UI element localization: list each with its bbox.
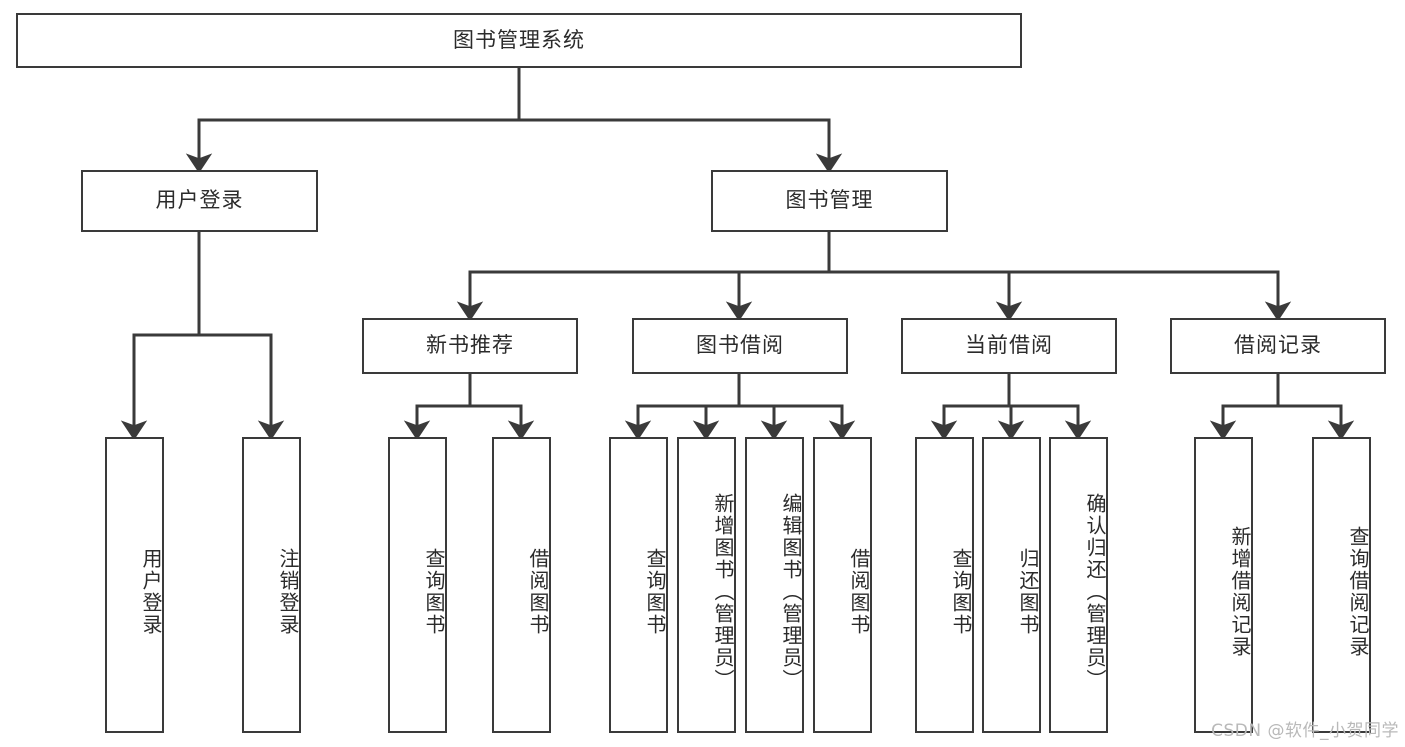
node-book-manage[interactable]: 图书管理 — [711, 170, 948, 232]
node-leaf-borrow-book-1[interactable]: 借阅图书 — [492, 437, 551, 733]
node-leaf-confirm-return[interactable]: 确认归还（管理员） — [1049, 437, 1108, 733]
node-leaf-query-book-3[interactable]: 查询图书 — [915, 437, 974, 733]
csdn-watermark: CSDN @软件_小贺同学 — [1211, 721, 1399, 741]
node-leaf-add-book[interactable]: 新增图书（管理员） — [677, 437, 736, 733]
node-new-book-rec-label: 新书推荐 — [426, 333, 514, 358]
node-current-borrow-label: 当前借阅 — [965, 333, 1053, 358]
node-root-label: 图书管理系统 — [453, 27, 585, 52]
node-leaf-borrow-book-1-label: 借阅图书 — [526, 548, 550, 636]
node-leaf-add-book-label: 新增图书（管理员） — [711, 493, 735, 691]
node-leaf-return-book-label: 归还图书 — [1016, 548, 1040, 636]
node-book-borrow-label: 图书借阅 — [696, 333, 784, 358]
node-leaf-user-login-label: 用户登录 — [139, 548, 163, 636]
node-user-login-label: 用户登录 — [155, 188, 244, 213]
node-leaf-query-book-1-label: 查询图书 — [422, 548, 446, 636]
node-leaf-confirm-return-label: 确认归还（管理员） — [1083, 493, 1107, 691]
node-leaf-logout[interactable]: 注销登录 — [242, 437, 301, 733]
node-current-borrow[interactable]: 当前借阅 — [901, 318, 1117, 374]
node-leaf-return-book[interactable]: 归还图书 — [982, 437, 1041, 733]
node-user-login[interactable]: 用户登录 — [81, 170, 318, 232]
node-root[interactable]: 图书管理系统 — [16, 13, 1022, 68]
node-leaf-edit-book[interactable]: 编辑图书（管理员） — [745, 437, 804, 733]
node-book-manage-label: 图书管理 — [785, 188, 874, 213]
node-leaf-query-book-2[interactable]: 查询图书 — [609, 437, 668, 733]
node-leaf-add-record[interactable]: 新增借阅记录 — [1194, 437, 1253, 733]
node-leaf-query-record-label: 查询借阅记录 — [1346, 526, 1370, 658]
node-leaf-borrow-book-2[interactable]: 借阅图书 — [813, 437, 872, 733]
node-leaf-edit-book-label: 编辑图书（管理员） — [779, 493, 803, 691]
node-leaf-borrow-book-2-label: 借阅图书 — [847, 548, 871, 636]
node-leaf-add-record-label: 新增借阅记录 — [1228, 526, 1252, 658]
node-leaf-logout-label: 注销登录 — [276, 548, 300, 636]
node-leaf-query-book-2-label: 查询图书 — [643, 548, 667, 636]
node-new-book-rec[interactable]: 新书推荐 — [362, 318, 578, 374]
node-book-borrow[interactable]: 图书借阅 — [632, 318, 848, 374]
node-borrow-record[interactable]: 借阅记录 — [1170, 318, 1386, 374]
node-leaf-query-record[interactable]: 查询借阅记录 — [1312, 437, 1371, 733]
node-borrow-record-label: 借阅记录 — [1234, 333, 1322, 358]
node-leaf-query-book-3-label: 查询图书 — [949, 548, 973, 636]
node-leaf-user-login[interactable]: 用户登录 — [105, 437, 164, 733]
node-leaf-query-book-1[interactable]: 查询图书 — [388, 437, 447, 733]
